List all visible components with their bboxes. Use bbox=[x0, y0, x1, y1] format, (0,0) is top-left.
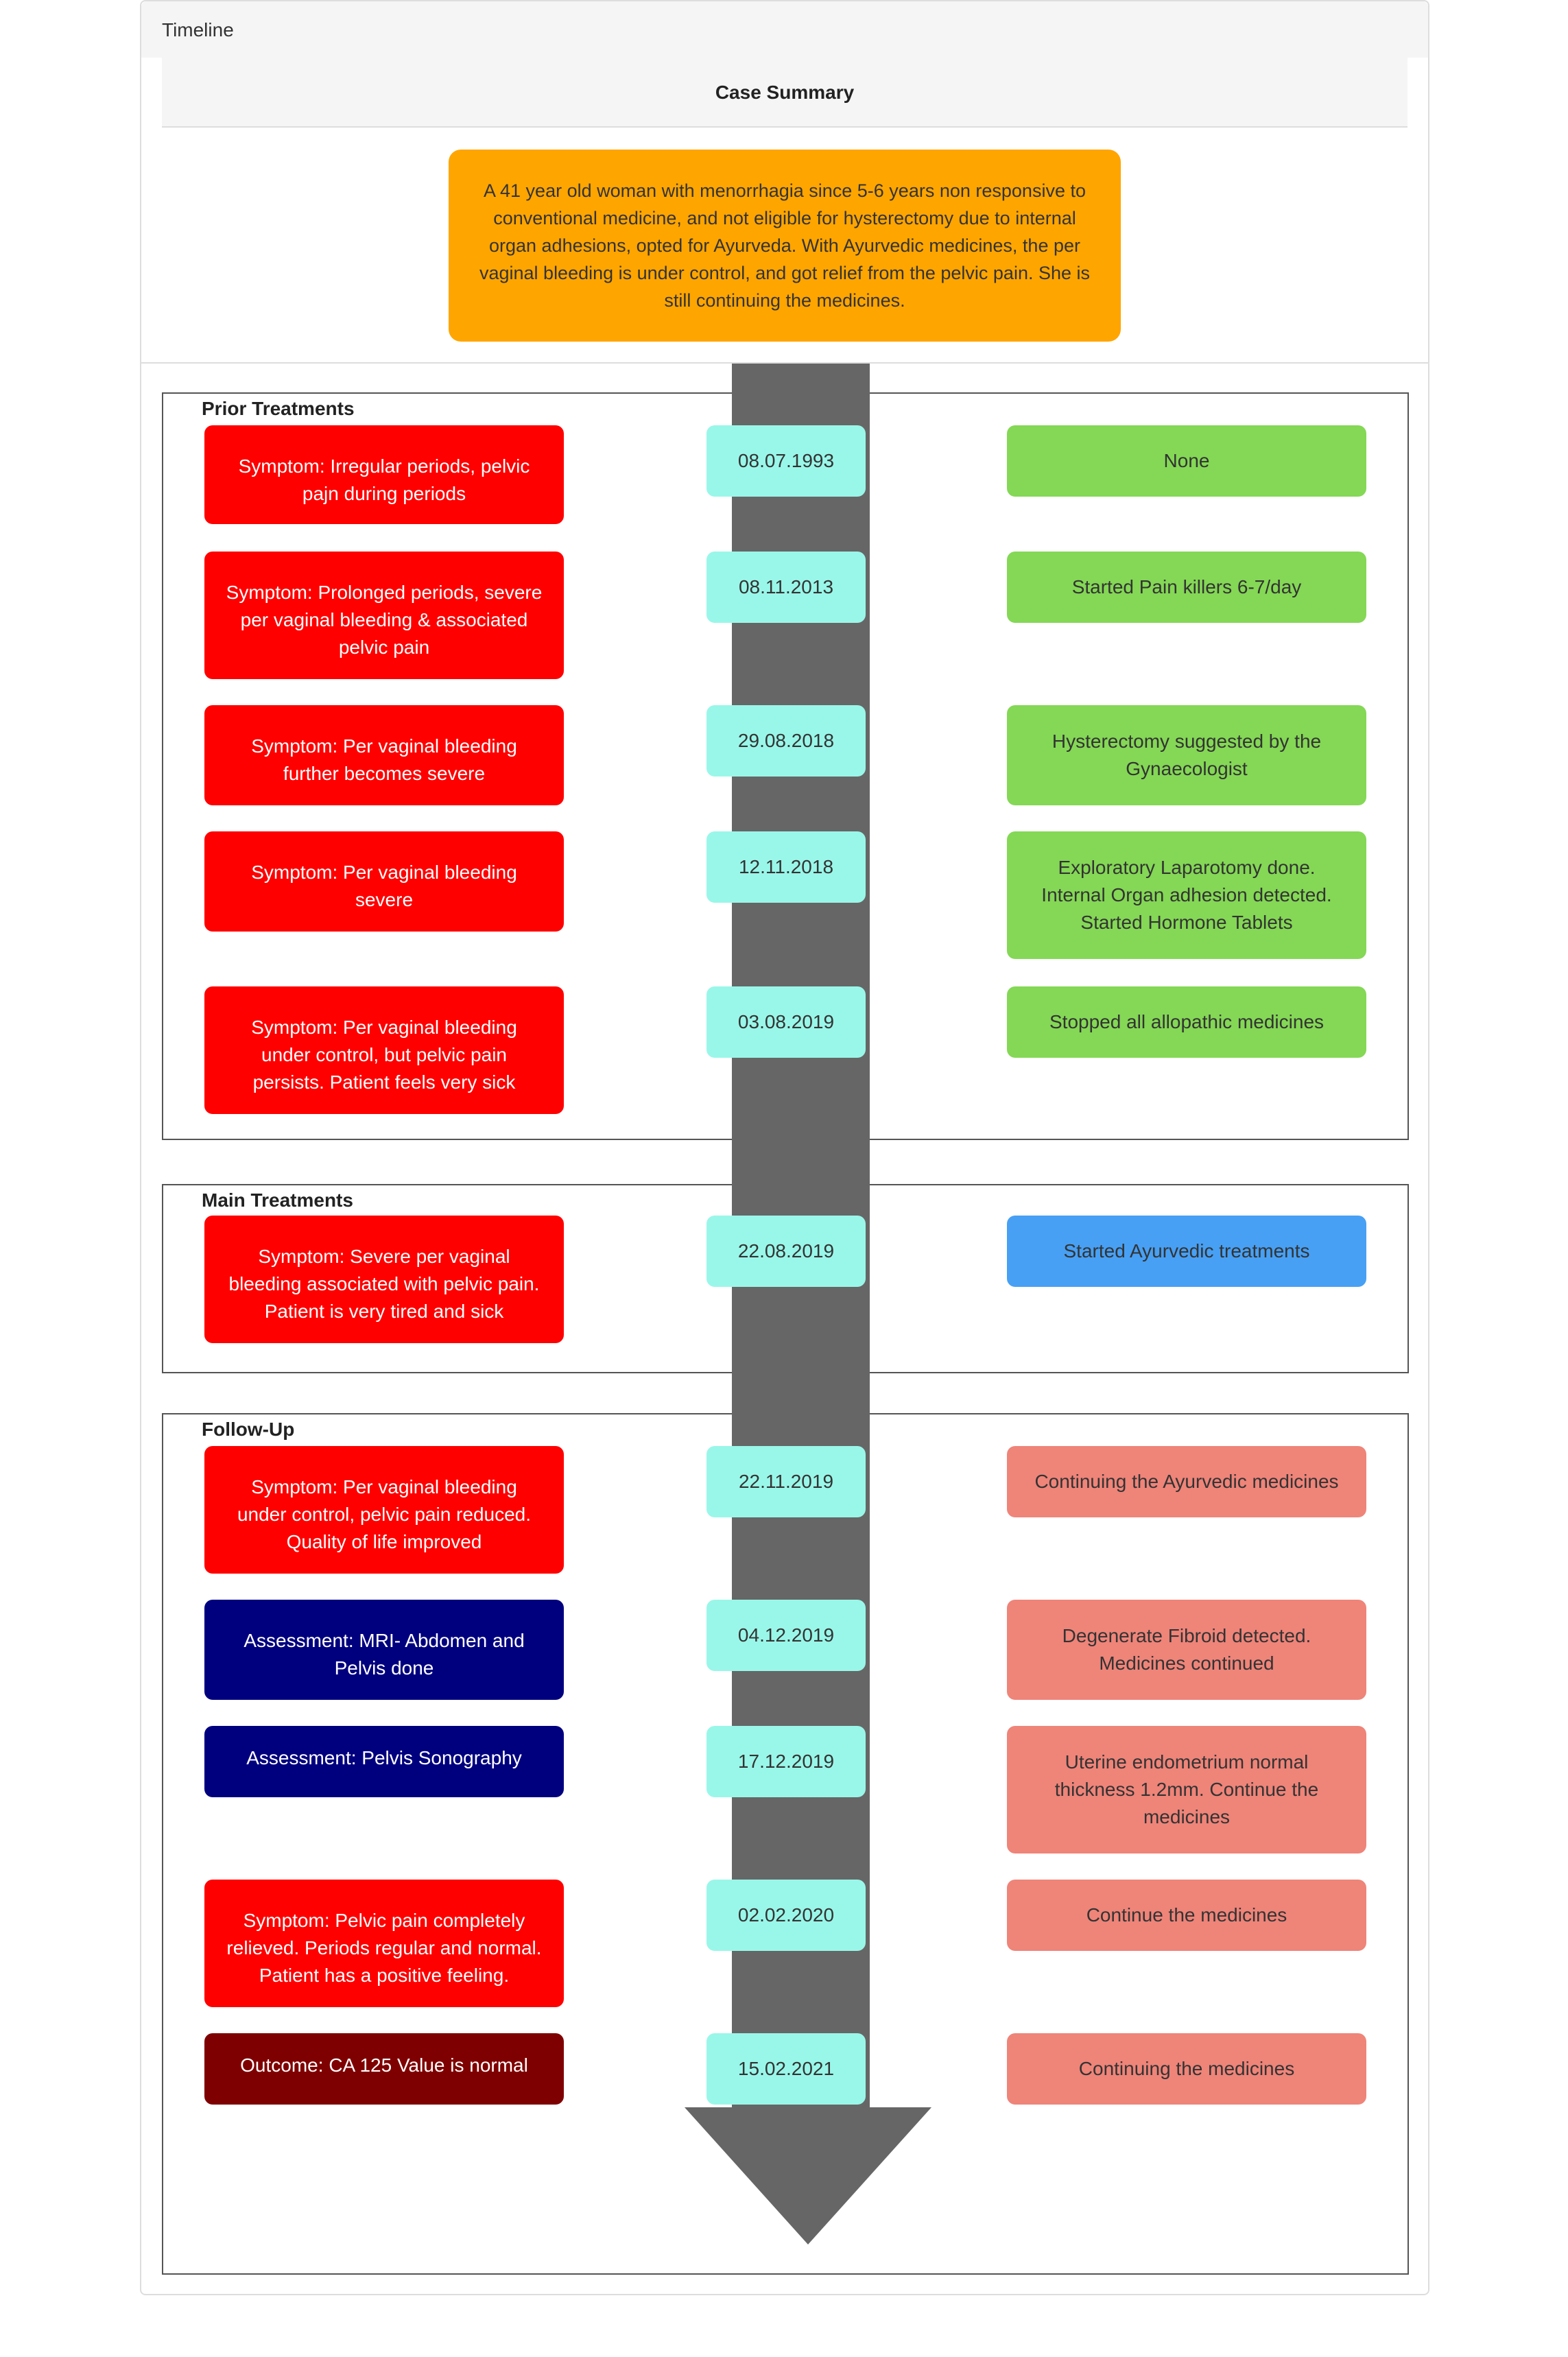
treatment-card: Uterine endometrium normal thickness 1.2… bbox=[1007, 1726, 1366, 1853]
date-card: 22.11.2019 bbox=[706, 1446, 866, 1517]
treatment-card: Started Pain killers 6-7/day bbox=[1007, 552, 1366, 623]
treatment-card: Degenerate Fibroid detected. Medicines c… bbox=[1007, 1600, 1366, 1700]
date-card: 04.12.2019 bbox=[706, 1600, 866, 1671]
date-card: 15.02.2021 bbox=[706, 2033, 866, 2105]
date-card: 08.07.1993 bbox=[706, 425, 866, 497]
treatment-card: Stopped all allopathic medicines bbox=[1007, 986, 1366, 1058]
treatment-card: Continuing the Ayurvedic medicines bbox=[1007, 1446, 1366, 1517]
date-card: 22.08.2019 bbox=[706, 1216, 866, 1287]
event-card: Symptom: Per vaginal bleeding under cont… bbox=[204, 1446, 564, 1574]
section-title: Follow-Up bbox=[202, 1419, 295, 1440]
event-card: Symptom: Per vaginal bleeding further be… bbox=[204, 705, 564, 805]
event-card: Symptom: Severe per vaginal bleeding ass… bbox=[204, 1216, 564, 1343]
treatment-card: Hysterectomy suggested by the Gynaecolog… bbox=[1007, 705, 1366, 805]
treatment-card: Continuing the medicines bbox=[1007, 2033, 1366, 2105]
treatment-card: Started Ayurvedic treatments bbox=[1007, 1216, 1366, 1287]
section-title: Main Treatments bbox=[202, 1189, 353, 1211]
treatment-card: None bbox=[1007, 425, 1366, 497]
case-summary-text: A 41 year old woman with menorrhagia sin… bbox=[449, 150, 1121, 342]
event-card: Assessment: Pelvis Sonography bbox=[204, 1726, 564, 1797]
date-card: 29.08.2018 bbox=[706, 705, 866, 777]
case-summary-heading: Case Summary bbox=[162, 58, 1407, 128]
treatment-card: Exploratory Laparotomy done. Internal Or… bbox=[1007, 831, 1366, 959]
event-card: Outcome: CA 125 Value is normal bbox=[204, 2033, 564, 2105]
event-card: Symptom: Per vaginal bleeding severe bbox=[204, 831, 564, 932]
date-card: 08.11.2013 bbox=[706, 552, 866, 623]
date-card: 12.11.2018 bbox=[706, 831, 866, 903]
event-card: Symptom: Pelvic pain completely relieved… bbox=[204, 1880, 564, 2007]
case-summary: Case Summary A 41 year old woman with me… bbox=[141, 58, 1428, 364]
panel-title: Timeline bbox=[141, 1, 1428, 59]
timeline-arrow-head bbox=[685, 2107, 931, 2245]
event-card: Symptom: Per vaginal bleeding under cont… bbox=[204, 986, 564, 1114]
event-card: Assessment: MRI- Abdomen and Pelvis done bbox=[204, 1600, 564, 1700]
date-card: 17.12.2019 bbox=[706, 1726, 866, 1797]
event-card: Symptom: Irregular periods, pelvic pajn … bbox=[204, 425, 564, 524]
date-card: 03.08.2019 bbox=[706, 986, 866, 1058]
section-title: Prior Treatments bbox=[202, 398, 355, 419]
treatment-card: Continue the medicines bbox=[1007, 1880, 1366, 1951]
date-card: 02.02.2020 bbox=[706, 1880, 866, 1951]
event-card: Symptom: Prolonged periods, severe per v… bbox=[204, 552, 564, 679]
